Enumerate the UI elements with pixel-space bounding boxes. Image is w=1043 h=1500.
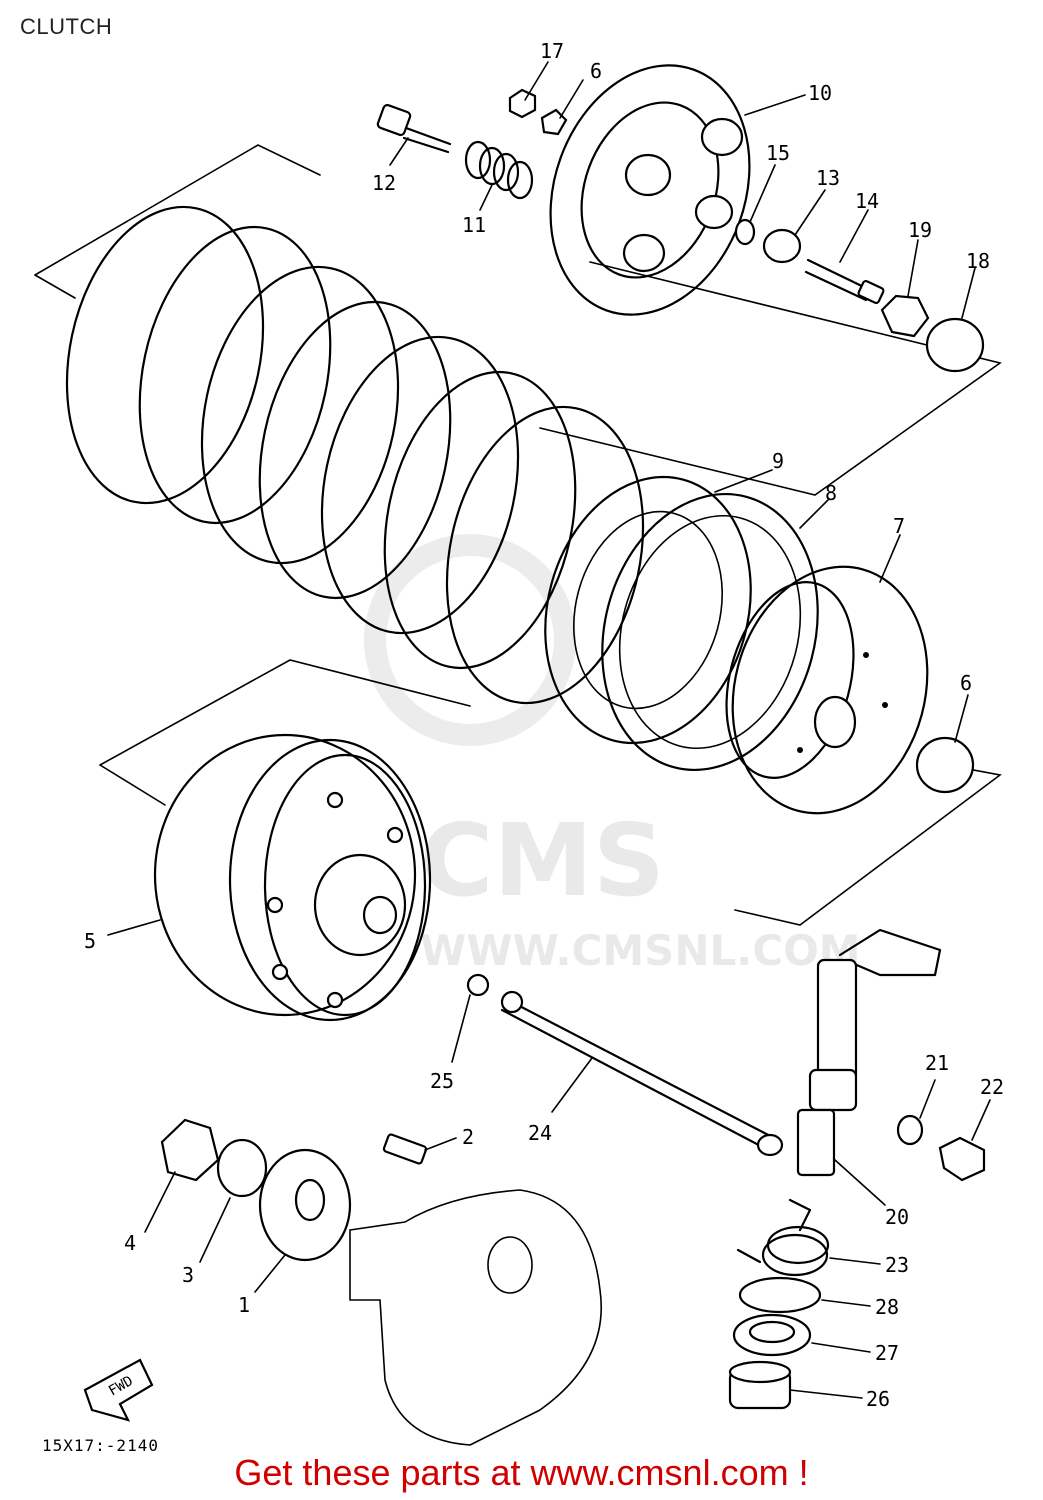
callout-19: 19	[908, 218, 932, 242]
callout-12: 12	[372, 171, 396, 195]
callout-8: 8	[825, 481, 837, 505]
clutch-housing-5	[153, 733, 432, 1022]
callout-13: 13	[816, 166, 840, 190]
clutch-plate-stack	[65, 205, 645, 705]
callout-23: 23	[885, 1253, 909, 1277]
bushing-26	[728, 1360, 792, 1410]
primary-drive-gear-1	[258, 1148, 352, 1262]
callout-6-lower: 6	[960, 671, 972, 695]
callout-14: 14	[855, 189, 879, 213]
callout-24: 24	[528, 1121, 552, 1145]
friction-plate-8	[601, 492, 819, 772]
ball-25	[466, 973, 490, 997]
oil-seal-27	[732, 1313, 812, 1357]
lock-washer-3	[216, 1138, 268, 1198]
callout-6-upper: 6	[590, 59, 602, 83]
callout-5: 5	[84, 929, 96, 953]
nut-19	[880, 294, 930, 338]
watermark: CMS WWW.CMSNL.COM	[364, 534, 861, 975]
callout-17: 17	[540, 39, 564, 63]
callout-3: 3	[182, 1263, 194, 1287]
callout-9: 9	[772, 449, 784, 473]
washer-6-lower	[915, 736, 975, 794]
callout-27: 27	[875, 1341, 899, 1365]
callout-2: 2	[462, 1125, 474, 1149]
pressure-pad-13	[762, 228, 802, 264]
callout-28: 28	[875, 1295, 899, 1319]
callout-18: 18	[966, 249, 990, 273]
callout-26: 26	[866, 1387, 890, 1411]
callout-25: 25	[430, 1069, 454, 1093]
spring-11	[464, 140, 534, 200]
nut-17	[508, 88, 537, 119]
callout-15: 15	[766, 141, 790, 165]
spring-23	[736, 1198, 830, 1277]
callout-1: 1	[238, 1293, 250, 1317]
upper-plate-frame	[34, 144, 1002, 496]
circlip-28	[738, 1276, 822, 1314]
watermark-brand: CMS	[420, 802, 665, 919]
clutch-boss-7	[725, 565, 929, 815]
washer-18	[925, 317, 985, 373]
crankshaft-outline	[349, 1189, 602, 1446]
page-title: CLUTCH	[20, 14, 113, 39]
callout-4: 4	[124, 1231, 136, 1255]
push-screw-14	[804, 258, 885, 305]
reference-code: 15X17:-2140	[42, 1436, 159, 1455]
bolt-12	[376, 103, 452, 154]
push-lever-shaft-20	[796, 928, 942, 1177]
push-rod-24	[500, 990, 784, 1157]
circlip-15	[734, 218, 756, 246]
key-2	[382, 1133, 428, 1165]
callout-10: 10	[808, 81, 832, 105]
callout-21: 21	[925, 1051, 949, 1075]
washer-6-upper	[540, 108, 568, 136]
steel-plate-9	[544, 475, 752, 745]
callout-11: 11	[462, 213, 486, 237]
footer-link[interactable]: Get these parts at www.cmsnl.com !	[234, 1452, 809, 1493]
pressure-plate	[549, 64, 751, 316]
nut-4	[160, 1118, 220, 1182]
callout-20: 20	[885, 1205, 909, 1229]
callout-leaders	[107, 61, 991, 1399]
callout-22: 22	[980, 1075, 1004, 1099]
bolt-22	[938, 1136, 986, 1182]
callout-numbers: 17 6 10 12 11 15 13 14 19 18 9 8 7 6 5 2…	[84, 39, 1004, 1411]
watermark-url: WWW.CMSNL.COM	[420, 926, 861, 975]
callout-7: 7	[893, 514, 905, 538]
washer-21	[896, 1114, 924, 1146]
fwd-arrow-icon: FWD	[83, 1358, 154, 1422]
